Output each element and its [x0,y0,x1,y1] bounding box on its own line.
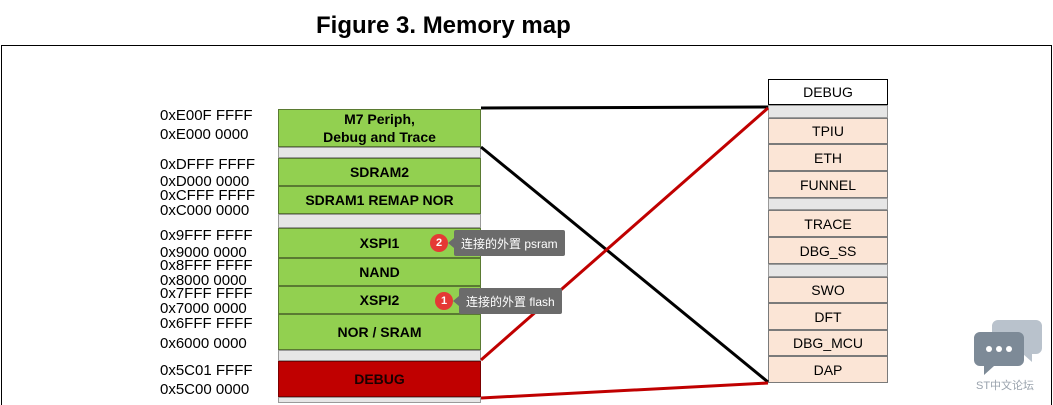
debug-map-dap: DAP [768,356,888,383]
debug-map-swo: SWO [768,277,888,303]
memory-gap [278,350,481,361]
memory-block-sdram2: SDRAM2 [278,158,481,186]
address-label: 0x8000 0000 [160,272,247,289]
memory-block-nand: NAND [278,258,481,286]
chat-bubble-icon [974,320,1042,375]
memory-gap [278,214,481,228]
diagram-frame [1,45,1052,405]
connector-line-top-black [480,105,769,110]
callout-badge: 1 [435,292,453,310]
address-label: 0x5C01 FFFF [160,362,253,379]
address-label: 0x5C00 0000 [160,381,250,398]
memory-block-debug: DEBUG [278,361,481,397]
memory-gap [278,147,481,158]
callout-tooltip: 连接的外置 flash [453,288,562,314]
callout-flash[interactable]: 1 连接的外置 flash [435,288,562,314]
callout-psram[interactable]: 2 连接的外置 psram [430,230,565,256]
debug-map-gap [768,105,888,118]
debug-map-dft: DFT [768,303,888,330]
memory-block-nor-sram: NOR / SRAM [278,314,481,350]
address-label: 0xE000 0000 [160,126,249,143]
callout-badge: 2 [430,234,448,252]
figure-title: Figure 3. Memory map [316,12,571,39]
memory-block-sdram1: SDRAM1 REMAP NOR [278,186,481,214]
address-label: 0x9FFF FFFF [160,227,253,244]
debug-map-trace: TRACE [768,210,888,237]
callout-tooltip: 连接的外置 psram [448,230,565,256]
address-label: 0xD000 0000 [160,173,250,190]
address-label: 0x7000 0000 [160,300,247,317]
address-label: 0xCFFF FFFF [160,187,255,204]
memory-block-label: M7 Periph, [344,111,415,127]
address-label: 0xC000 0000 [160,202,250,219]
address-label: 0x8FFF FFFF [160,257,253,274]
debug-map-tpiu: TPIU [768,118,888,144]
debug-map-dbg-ss: DBG_SS [768,237,888,264]
address-label: 0x6000 0000 [160,335,247,352]
debug-map-dbg-mcu: DBG_MCU [768,330,888,356]
connector-line-diagonal-black [480,145,769,384]
debug-map-gap [768,198,888,210]
address-label: 0x9000 0000 [160,244,247,261]
address-label: 0x7FFF FFFF [160,285,253,302]
watermark-text: ST中文论坛 [976,380,1035,392]
address-label: 0xE00F FFFF [160,107,253,124]
memory-block-m7-periph: M7 Periph, Debug and Trace [278,109,481,147]
address-label: 0x6FFF FFFF [160,315,253,332]
debug-map-eth: ETH [768,144,888,171]
debug-map-gap [768,264,888,277]
connector-line-diagonal-red [480,106,769,362]
debug-map-header: DEBUG [768,79,888,105]
connector-line-bottom-red [480,381,769,400]
memory-block-label: Debug and Trace [323,129,436,145]
debug-map-funnel: FUNNEL [768,171,888,198]
address-label: 0xDFFF FFFF [160,156,255,173]
